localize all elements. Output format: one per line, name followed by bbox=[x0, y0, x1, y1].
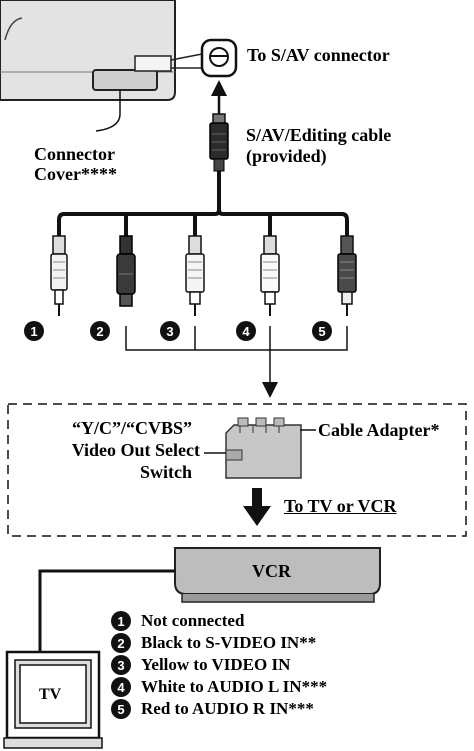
legend-number: 3 bbox=[111, 655, 131, 675]
vcr-tv-cable bbox=[38, 569, 175, 655]
optional-adapter-box bbox=[7, 403, 467, 537]
legend-text: Not connected bbox=[141, 611, 245, 630]
legend-item: 1 Not connected bbox=[111, 610, 244, 632]
plug-1-number: 1 bbox=[24, 321, 44, 341]
legend-item: 4 White to AUDIO L IN*** bbox=[111, 676, 327, 698]
to-tv-vcr-label: To TV or VCR bbox=[284, 496, 397, 516]
legend-number: 5 bbox=[111, 699, 131, 719]
plug-4-icon bbox=[260, 235, 280, 316]
legend-number: 1 bbox=[111, 611, 131, 631]
legend-text: White to AUDIO L IN*** bbox=[141, 677, 328, 696]
cable-adapter-icon bbox=[204, 417, 316, 479]
legend-text: Black to S-VIDEO IN** bbox=[141, 633, 317, 652]
cable-label-line1: S/AV/Editing cable bbox=[246, 125, 392, 145]
legend-number: 4 bbox=[111, 677, 131, 697]
camcorder-illustration bbox=[0, 0, 204, 101]
cable-label-line2: (provided) bbox=[246, 146, 327, 166]
plug-3-number: 3 bbox=[160, 321, 180, 341]
connector-cover-label-line2: Cover**** bbox=[34, 164, 117, 184]
legend-number: 2 bbox=[111, 633, 131, 653]
legend-item: 2 Black to S-VIDEO IN** bbox=[111, 632, 316, 654]
tv-illustration bbox=[3, 650, 103, 749]
plug-2-icon bbox=[116, 235, 136, 307]
switch-label-line2: Video Out Select bbox=[71, 440, 200, 460]
vcr-illustration bbox=[174, 547, 381, 603]
switch-label-line3: Switch bbox=[139, 462, 192, 482]
legend-text: Red to AUDIO R IN*** bbox=[141, 699, 314, 718]
vcr-label: VCR bbox=[252, 561, 291, 581]
plug-1-icon bbox=[50, 235, 68, 316]
bracket-arrow bbox=[125, 326, 348, 398]
cable-adapter-label: Cable Adapter* bbox=[318, 420, 440, 440]
legend-item: 5 Red to AUDIO R IN*** bbox=[111, 698, 314, 720]
tv-label: TV bbox=[39, 686, 62, 703]
sav-connector-label: To S/AV connector bbox=[247, 45, 390, 65]
plug-5-number: 5 bbox=[312, 321, 332, 341]
up-arrow-icon bbox=[211, 80, 227, 114]
plug-4-number: 4 bbox=[236, 321, 256, 341]
switch-label-line1: “Y/C”/“CVBS” bbox=[71, 418, 192, 438]
plug-2-number: 2 bbox=[90, 321, 110, 341]
legend-item: 3 Yellow to VIDEO IN bbox=[111, 654, 290, 676]
cable-fanout bbox=[57, 209, 349, 236]
legend-text: Yellow to VIDEO IN bbox=[141, 655, 291, 674]
connector-cover-label-line1: Connector bbox=[34, 144, 115, 164]
sav-connector-icon bbox=[200, 38, 238, 78]
connector-cover-leader bbox=[95, 90, 121, 132]
down-arrow-icon bbox=[243, 488, 271, 526]
plug-3-icon bbox=[185, 235, 205, 316]
plug-5-icon bbox=[337, 235, 357, 316]
cable-plug-icon bbox=[209, 113, 229, 210]
